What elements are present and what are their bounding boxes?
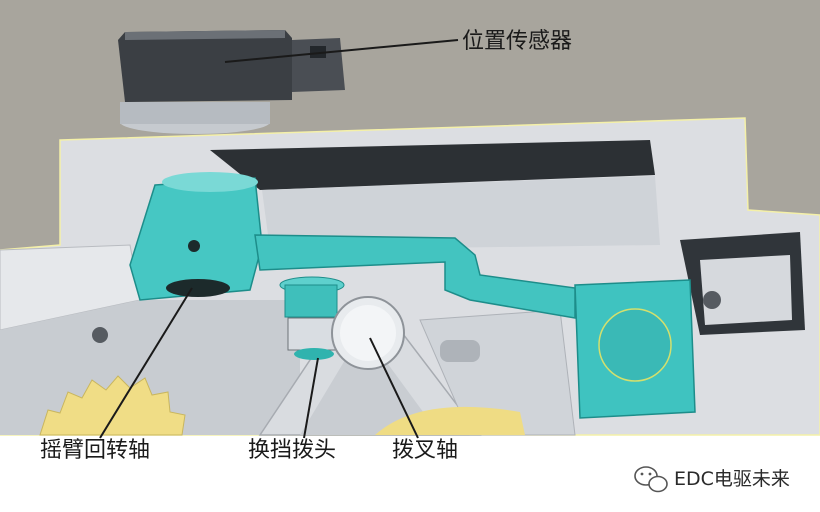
- housing-top-slot: [210, 140, 655, 190]
- teal-cube-face: [598, 308, 672, 382]
- sensor-mount: [120, 102, 270, 124]
- shift-finger-tip: [294, 348, 334, 360]
- rocker-arm-block: [129, 177, 263, 301]
- wechat-icon: [634, 466, 668, 493]
- leader-line-fork-shaft: [369, 337, 419, 439]
- rocker-pin-hole: [188, 240, 200, 252]
- housing-inner-panel: [262, 176, 660, 250]
- sensor-connector-slot: [310, 46, 326, 58]
- housing-slot: [440, 340, 480, 362]
- bolt-hole-left: [92, 327, 108, 343]
- position-sensor-top-edge: [125, 30, 285, 40]
- rocker-arm-top: [162, 172, 258, 192]
- bolt-hole-right: [703, 291, 721, 309]
- label-rocker-axis: 摇臂回转轴: [40, 438, 150, 463]
- leader-line-position-sensor: [224, 39, 459, 63]
- label-shift-finger: 换挡拨头: [248, 438, 336, 463]
- housing-lower-rib-inner: [300, 360, 440, 435]
- shift-finger-body: [284, 284, 338, 318]
- label-fork-shaft: 拨叉轴: [392, 438, 458, 463]
- caption-band: [0, 435, 820, 512]
- rocker-pivot-hole: [166, 279, 230, 297]
- shift-finger-block: [287, 317, 337, 351]
- position-sensor-body: [118, 30, 292, 102]
- fork-shaft-face: [340, 305, 396, 361]
- housing-right-pocket-inner: [700, 255, 792, 325]
- rocker-lever: [254, 234, 576, 319]
- label-position-sensor: 位置传感器: [462, 29, 572, 54]
- leader-line-shift-finger: [303, 357, 319, 439]
- watermark-text: EDC电驱未来: [674, 468, 790, 490]
- leader-line-rocker-axis: [99, 287, 193, 439]
- gear-teeth: [39, 375, 186, 436]
